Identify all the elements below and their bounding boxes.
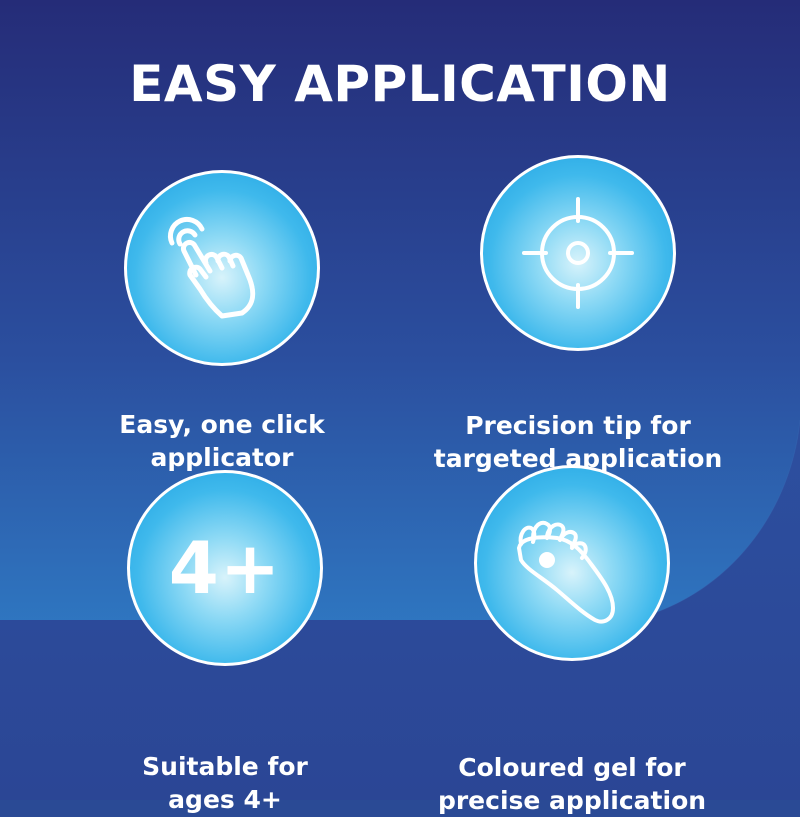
feature-label: Suitable for ages 4+ <box>55 750 395 816</box>
feature-label-line1: Coloured gel for <box>458 753 686 782</box>
age-badge-icon: 4+ <box>168 526 282 610</box>
feature-age-suitability: 4+ Suitable for ages 4+ <box>55 470 395 816</box>
page-title: EASY APPLICATION <box>129 55 671 113</box>
feature-label-line1: Precision tip for <box>465 411 691 440</box>
feature-coloured-gel: Coloured gel for precise application <box>402 465 742 817</box>
background <box>0 0 800 800</box>
foot-icon <box>517 520 615 624</box>
feature-label-line2: applicator <box>150 443 294 472</box>
feature-circle <box>474 465 670 661</box>
feature-precision-tip: Precision tip for targeted application <box>408 155 748 475</box>
feature-label-line1: Suitable for <box>142 752 308 781</box>
feature-circle <box>480 155 676 351</box>
feature-circle: 4+ <box>127 470 323 666</box>
tap-hand-icon <box>167 216 256 319</box>
feature-label-line2: precise application <box>437 786 707 815</box>
crosshair-target-icon <box>522 197 634 309</box>
feature-label-line1: Easy, one click <box>119 410 325 439</box>
feature-label: Coloured gel for precise application <box>402 751 742 817</box>
feature-circle <box>124 170 320 366</box>
feature-label-line2: ages 4+ <box>168 785 282 814</box>
feature-one-click: Easy, one click applicator <box>52 170 392 474</box>
feature-label: Easy, one click applicator <box>52 408 392 474</box>
